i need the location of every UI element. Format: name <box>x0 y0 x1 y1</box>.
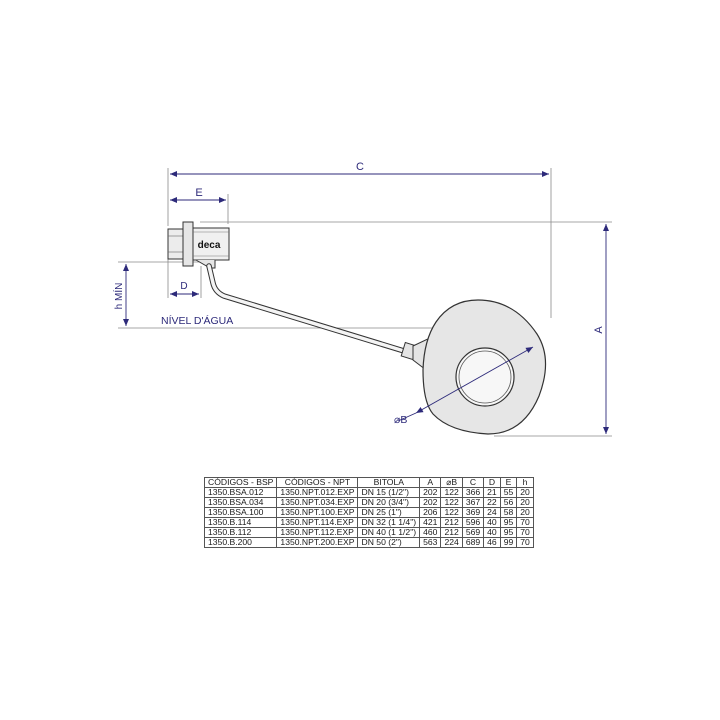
table-row: 1350.B.112 1350.NPT.112.EXP DN 40 (1 1/2… <box>203 527 534 538</box>
table-row: 1350.B.114 1350.NPT.114.EXP DN 32 (1 1/4… <box>203 517 534 528</box>
dimension-c: C <box>167 161 552 318</box>
cell-e: 56 <box>499 497 518 508</box>
cell-h: 70 <box>516 527 534 538</box>
header-c: C <box>461 477 485 488</box>
cell-npt: 1350.NPT.012.EXP <box>276 487 359 498</box>
dimension-d: D <box>167 258 202 298</box>
cell-h: 70 <box>516 537 534 548</box>
cell-b: 122 <box>440 507 463 518</box>
cell-a: 460 <box>419 527 442 538</box>
dimension-h-min: h MÍN NÍVEL D'ÁGUA <box>112 261 440 329</box>
cell-bsp: 1350.B.200 <box>203 537 278 548</box>
valve-body: deca <box>167 221 230 269</box>
dimension-a: A <box>200 221 612 437</box>
cell-a: 563 <box>419 537 442 548</box>
cell-c: 689 <box>461 537 485 548</box>
cell-bsp: 1350.BSA.034 <box>203 497 278 508</box>
dimension-e: E <box>170 187 229 224</box>
cell-b: 212 <box>440 527 463 538</box>
float-arm <box>206 263 435 378</box>
cell-c: 367 <box>461 497 485 508</box>
dimension-b-label: ⌀B <box>394 414 407 426</box>
dimension-h-min-label: h MÍN <box>112 283 125 310</box>
cell-a: 202 <box>419 487 442 498</box>
cell-d: 21 <box>483 487 501 498</box>
header-bitola: BITOLA <box>357 477 421 488</box>
header-d: D <box>483 477 501 488</box>
table-row: 1350.BSA.012 1350.NPT.012.EXP DN 15 (1/2… <box>203 487 534 498</box>
cell-npt: 1350.NPT.112.EXP <box>276 527 359 538</box>
dimension-d-label: D <box>180 281 187 292</box>
dimension-c-label: C <box>356 161 364 173</box>
table-row: 1350.BSA.100 1350.NPT.100.EXP DN 25 (1")… <box>203 507 534 518</box>
cell-e: 58 <box>499 507 518 518</box>
header-e: E <box>499 477 518 488</box>
cell-bitola: DN 20 (3/4") <box>357 497 421 508</box>
cell-e: 55 <box>499 487 518 498</box>
cell-bitola: DN 25 (1") <box>357 507 421 518</box>
water-level-label: NÍVEL D'ÁGUA <box>161 314 233 327</box>
dimension-e-label: E <box>195 187 202 199</box>
cell-h: 20 <box>516 507 534 518</box>
header-codigos-bsp: CÓDIGOS - BSP <box>203 477 278 488</box>
cell-e: 95 <box>499 517 518 528</box>
cell-a: 206 <box>419 507 442 518</box>
float-valve-drawing: C E D h MÍN NÍVEL D'ÁGUA A <box>112 161 612 437</box>
header-codigos-npt: CÓDIGOS - NPT <box>276 477 359 488</box>
cell-d: 24 <box>483 507 501 518</box>
cell-bitola: DN 32 (1 1/4") <box>357 517 421 528</box>
cell-b: 122 <box>440 497 463 508</box>
cell-npt: 1350.NPT.100.EXP <box>276 507 359 518</box>
cell-b: 224 <box>440 537 463 548</box>
table-row: 1350.B.200 1350.NPT.200.EXP DN 50 (2") 5… <box>203 537 534 548</box>
table-header-row: CÓDIGOS - BSP CÓDIGOS - NPT BITOLA A ⌀B … <box>203 477 534 488</box>
header-b: ⌀B <box>440 477 463 488</box>
cell-c: 596 <box>461 517 485 528</box>
cell-bsp: 1350.BSA.012 <box>203 487 278 498</box>
header-h: h <box>516 477 534 488</box>
brand-label: deca <box>198 240 221 251</box>
specification-table: CÓDIGOS - BSP CÓDIGOS - NPT BITOLA A ⌀B … <box>203 477 534 548</box>
cell-d: 46 <box>483 537 501 548</box>
table-row: 1350.BSA.034 1350.NPT.034.EXP DN 20 (3/4… <box>203 497 534 508</box>
cell-h: 20 <box>516 487 534 498</box>
cell-d: 40 <box>483 527 501 538</box>
cell-c: 366 <box>461 487 485 498</box>
cell-bsp: 1350.BSA.100 <box>203 507 278 518</box>
cell-d: 22 <box>483 497 501 508</box>
cell-bsp: 1350.B.114 <box>203 517 278 528</box>
cell-b: 122 <box>440 487 463 498</box>
cell-d: 40 <box>483 517 501 528</box>
cell-bsp: 1350.B.112 <box>203 527 278 538</box>
cell-a: 202 <box>419 497 442 508</box>
cell-e: 95 <box>499 527 518 538</box>
float-ball: ⌀B <box>394 299 547 435</box>
cell-a: 421 <box>419 517 442 528</box>
cell-npt: 1350.NPT.034.EXP <box>276 497 359 508</box>
header-a: A <box>419 477 442 488</box>
cell-c: 369 <box>461 507 485 518</box>
cell-c: 569 <box>461 527 485 538</box>
cell-npt: 1350.NPT.114.EXP <box>276 517 359 528</box>
cell-bitola: DN 50 (2") <box>357 537 421 548</box>
cell-npt: 1350.NPT.200.EXP <box>276 537 359 548</box>
dimension-a-label: A <box>593 326 605 334</box>
cell-b: 212 <box>440 517 463 528</box>
cell-e: 99 <box>499 537 518 548</box>
cell-h: 20 <box>516 497 534 508</box>
cell-bitola: DN 15 (1/2") <box>357 487 421 498</box>
cell-h: 70 <box>516 517 534 528</box>
cell-bitola: DN 40 (1 1/2") <box>357 527 421 538</box>
